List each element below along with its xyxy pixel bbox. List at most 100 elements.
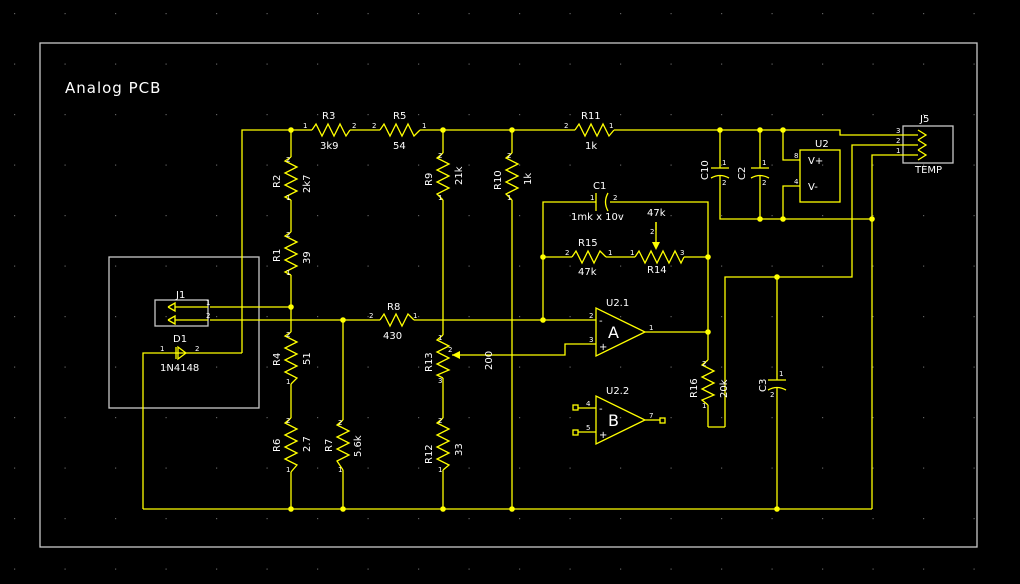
r8-symbol [379,312,415,328]
grid-dot [367,63,369,65]
pin-number: 2 [589,312,593,320]
grid-dot [872,467,874,469]
grid-dot [367,417,369,419]
pin-number: 1 [286,466,290,474]
grid-dot [822,63,824,65]
pin-number: 3 [438,377,442,385]
pin-number: 1 [286,269,290,277]
grid-dot [973,518,975,520]
grid-dot [771,568,773,570]
r12-value: 33 [454,443,465,456]
grid-dot [216,164,218,166]
opamp-u2-2: B - + [572,394,666,446]
grid-dot [468,63,470,65]
grid-dot [923,13,925,15]
grid-dot [14,215,16,217]
grid-dot [620,63,622,65]
grid-dot [620,265,622,267]
grid-dot [569,265,571,267]
sheet-title: Analog PCB [65,79,161,97]
grid-dot [317,164,319,166]
r1-ref: R1 [272,249,283,262]
j1-pin-mark [167,314,176,326]
grid-dot [822,316,824,318]
grid-dot [872,265,874,267]
pin-number: 2 [286,417,290,425]
grid-dot [721,518,723,520]
grid-dot [216,467,218,469]
r2-ref: R2 [272,175,283,188]
grid-dot [317,265,319,267]
grid-dot [317,13,319,15]
grid-dot [670,114,672,116]
r3-ref: R3 [322,111,335,122]
wire-c1-right [610,201,709,257]
j1-ref: J1 [175,290,185,301]
grid-dot [468,417,470,419]
grid-dot [14,467,16,469]
u2-vplus-label: V+ [808,156,823,167]
r7-symbol [335,419,351,471]
c3-ref: C3 [758,379,769,392]
pin-number: 1 [722,159,726,167]
grid-dot [165,568,167,570]
wire-c10-bottom [719,182,872,220]
j5-pin-mark [917,129,928,141]
grid-dot [468,467,470,469]
grid-dot [367,265,369,267]
d1-value: 1N4148 [160,363,199,374]
grid-dot [872,215,874,217]
junction-dot [780,216,786,222]
grid-dot [670,63,672,65]
u2-supply-box [799,149,841,203]
j5-pin-mark [917,139,928,151]
pin-number: 2 [369,312,373,320]
grid-dot [923,63,925,65]
pin-number: 1 [608,249,612,257]
grid-dot [14,568,16,570]
r3-symbol [311,122,351,138]
grid-dot [973,215,975,217]
pin-number: 3 [589,336,593,344]
pin-number: 2 [762,179,766,187]
grid-dot [64,13,66,15]
r5-symbol [379,122,421,138]
wire-d1-cathode [142,352,168,509]
grid-dot [468,366,470,368]
pin-number: 4 [794,178,799,186]
grid-dot [670,215,672,217]
grid-dot [519,13,521,15]
opamp-a-plus: + [599,342,607,353]
grid-dot [64,518,66,520]
pin-number: 1 [413,312,417,320]
junction-dot [869,216,875,222]
sheet-border [39,42,978,548]
pin-number: 2 [372,122,376,130]
grid-dot [771,518,773,520]
j5-ref: J5 [919,114,929,125]
grid-dot [771,164,773,166]
c3-plate-bottom [767,386,787,391]
grid-dot [519,164,521,166]
pin-number: 2 [770,391,774,399]
grid-dot [923,265,925,267]
grid-dot [216,417,218,419]
grid-dot [721,467,723,469]
pin-number: 3 [680,249,684,257]
grid-dot [418,215,420,217]
pin-number: 2 [702,360,706,368]
grid-dot [519,568,521,570]
grid-dot [923,417,925,419]
grid-dot [266,417,268,419]
grid-dot [468,215,470,217]
r8-value: 430 [383,331,402,342]
pin-number: 2 [448,346,452,354]
c1-value: 1mk x 10v [571,212,624,223]
r8-ref: R8 [387,302,400,313]
grid-dot [771,417,773,419]
d1-ref: D1 [173,334,187,345]
grid-dot [721,366,723,368]
grid-dot [822,417,824,419]
pin-number: 1 [649,324,653,332]
